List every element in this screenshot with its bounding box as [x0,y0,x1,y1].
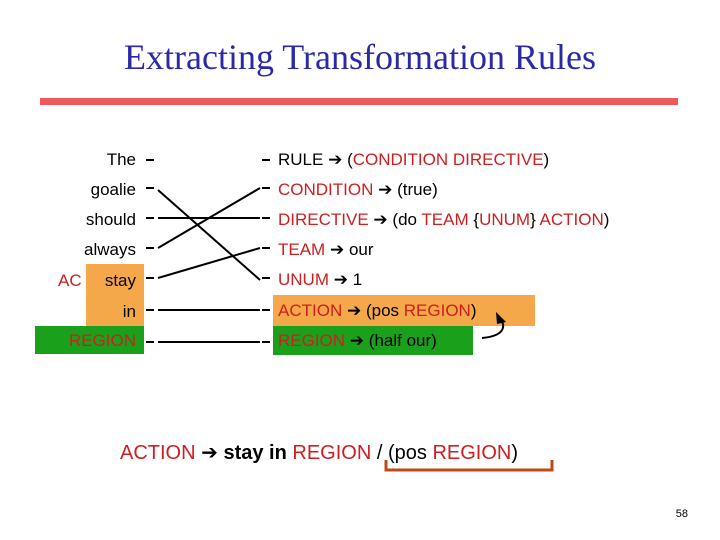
word-region: REGION [68,331,136,350]
rule-line-4: TEAM ➔ our [278,240,374,259]
word-hidden-prefix: AC [58,271,82,290]
word-stay: stay [104,271,136,290]
rule-line-6: ACTION ➔ (pos REGION) [278,301,477,320]
title-underline-bar [40,98,678,105]
rule-line-5: UNUM ➔ 1 [278,270,363,289]
word-goalie: goalie [90,180,136,199]
right-arrow-icon: ➔ [373,210,388,229]
right-arrow-icon: ➔ [329,240,345,259]
highlight-stay-in [86,264,144,326]
bottom-rule-statement: ACTION ➔ stay in REGION / (pos REGION) [120,442,519,464]
highlight-region-rule [273,326,473,355]
rule-line-7: REGION ➔ (half our) [278,331,437,350]
word-always: always [84,240,136,259]
right-arrow-icon: ➔ [333,270,348,289]
right-arrow-icon: ➔ [349,331,365,350]
right-arrow-icon: ➔ [328,150,343,169]
highlight-region-word [35,326,144,354]
highlight-action-rule [273,295,535,326]
right-arrow-icon: ➔ [346,301,362,320]
right-arrow-icon: ➔ [378,180,393,199]
slide-title: Extracting Transformation Rules [124,37,596,77]
page-number: 58 [675,508,688,520]
rule-line-2: CONDITION ➔ (true) [278,180,438,199]
right-arrow-icon: ➔ [201,442,218,464]
word-in: in [122,302,136,321]
rule-line-3: DIRECTIVE ➔ (do TEAM {UNUM} ACTION) [278,210,610,229]
word-the: The [106,150,136,169]
rule-line-1: RULE ➔ (CONDITION DIRECTIVE) [278,150,550,169]
word-should: should [85,210,136,229]
